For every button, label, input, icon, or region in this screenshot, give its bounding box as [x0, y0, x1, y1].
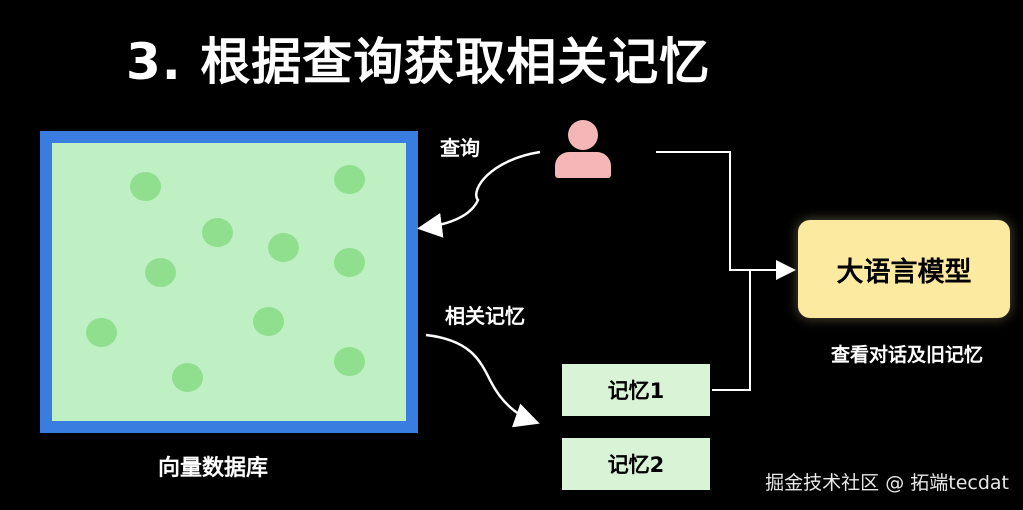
vector-point: [86, 318, 117, 347]
query-label: 查询: [440, 136, 480, 160]
vector-point: [130, 172, 161, 201]
llm-label: 大语言模型: [836, 256, 972, 288]
diagram-title: 3. 根据查询获取相关记忆: [126, 33, 711, 91]
vector-point: [268, 233, 299, 262]
memory-box-2: 记忆2: [562, 438, 710, 490]
llm-box: 大语言模型: [798, 220, 1010, 318]
query-arrow: [417, 150, 541, 238]
memory-label-1: 记忆1: [607, 379, 665, 403]
memory-box-1: 记忆1: [562, 364, 710, 416]
vector-point: [334, 248, 365, 277]
memory-label-2: 记忆2: [607, 453, 665, 477]
user-icon-body: [555, 152, 611, 178]
vector-point: [202, 218, 233, 247]
vector-point: [145, 258, 176, 287]
vector-point: [253, 307, 284, 336]
vector-database-box: [40, 131, 418, 433]
vector-database-label: 向量数据库: [158, 456, 269, 481]
user-to-llm-line: [656, 151, 796, 280]
related-memory-arrow: [425, 333, 540, 428]
memory-to-llm-line: [712, 270, 751, 391]
vector-point: [334, 165, 365, 194]
vector-point: [334, 347, 365, 376]
llm-caption: 查看对话及旧记忆: [830, 344, 983, 366]
user-icon-head: [568, 120, 598, 150]
vector-point: [172, 363, 203, 392]
related-memory-label: 相关记忆: [445, 304, 525, 328]
watermark: 掘金技术社区 @ 拓端tecdat: [765, 472, 1009, 494]
vector-database-area: [52, 143, 406, 421]
